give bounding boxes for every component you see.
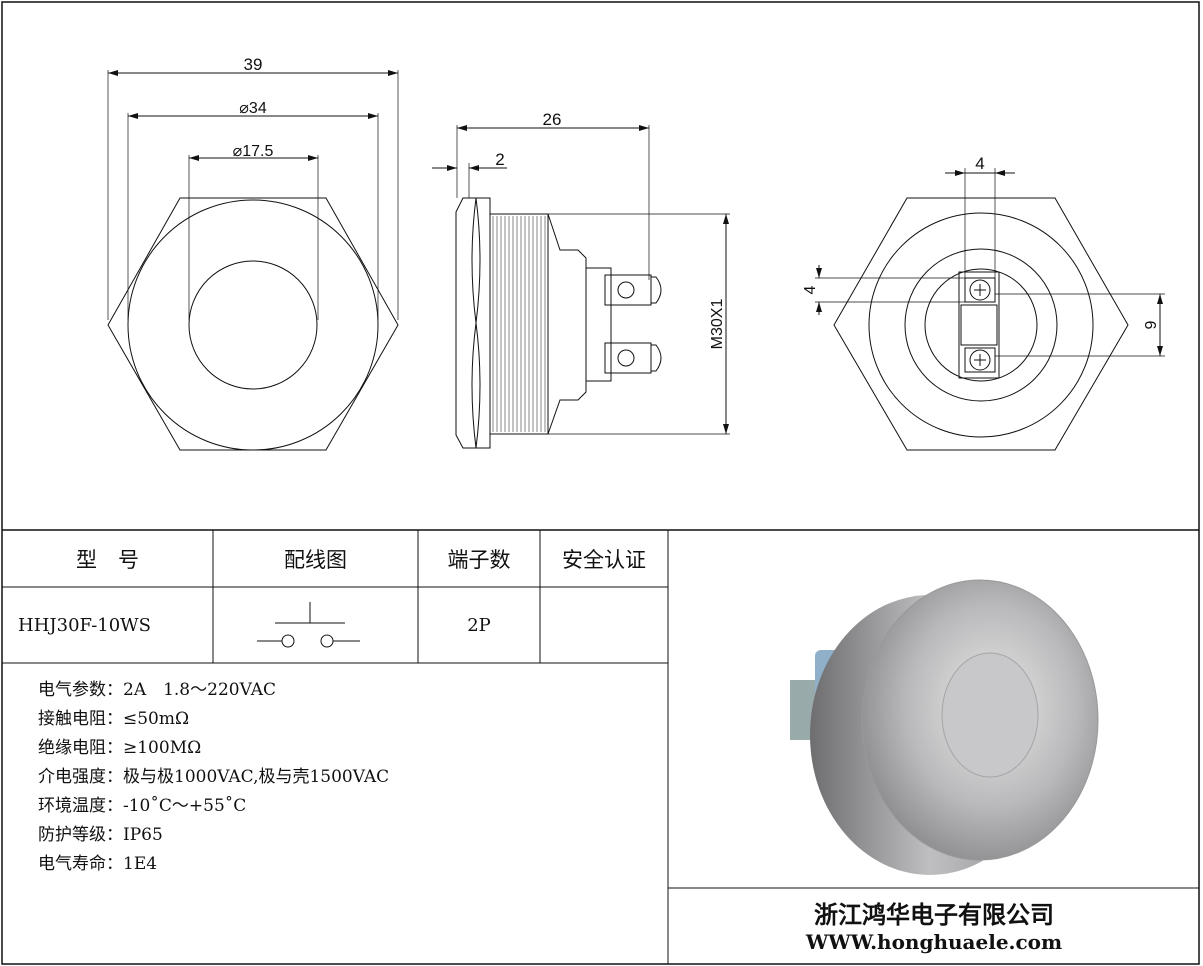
spec-contact-resistance: 接触电阻：≤50mΩ: [38, 709, 190, 729]
front-view: [107, 70, 399, 451]
spec-electrical: 电气参数：2A 1.8～220VAC: [38, 680, 276, 700]
spec-dielectric-strength: 介电强度：极与极1000VAC,极与壳1500VAC: [38, 767, 390, 787]
product-photo: [790, 579, 1099, 875]
dim-inner-diameter: ⌀17.5: [233, 143, 274, 160]
dim-width: 39: [244, 55, 263, 74]
dim-outer-diameter: ⌀34: [239, 100, 267, 117]
header-terminals: 端子数: [447, 547, 511, 572]
dim-terminal-pitch: 9: [1143, 320, 1160, 329]
header-model: 型 号: [76, 547, 139, 572]
rear-view: [815, 168, 1165, 451]
dim-terminal-width: 4: [975, 154, 984, 173]
dim-thread: M30X1: [709, 299, 726, 350]
header-wiring: 配线图: [284, 547, 347, 572]
spec-protection: 防护等级：IP65: [38, 825, 163, 845]
company-name: 浙江鸿华电子有限公司: [814, 900, 1054, 929]
spec-life: 电气寿命：1E4: [38, 854, 158, 874]
model-value: HHJ30F-10WS: [18, 614, 152, 636]
company-website[interactable]: WWW.honghuaele.com: [805, 930, 1063, 954]
dim-length: 26: [543, 110, 562, 129]
certification-value: [540, 587, 668, 663]
spec-list: 电气参数：2A 1.8～220VAC 接触电阻：≤50mΩ 绝缘电阻：≥100M…: [38, 676, 389, 879]
wiring-diagram-symbol: [257, 602, 360, 648]
terminals-value: 2P: [467, 614, 491, 636]
dim-flange: 2: [495, 150, 504, 169]
spec-temperature: 环境温度：-10˚C～+55˚C: [38, 796, 247, 816]
spec-insulation-resistance: 绝缘电阻：≥100MΩ: [38, 738, 202, 758]
dim-terminal-height: 4: [802, 285, 819, 294]
header-certification: 安全认证: [562, 547, 646, 572]
side-view: [432, 125, 730, 449]
